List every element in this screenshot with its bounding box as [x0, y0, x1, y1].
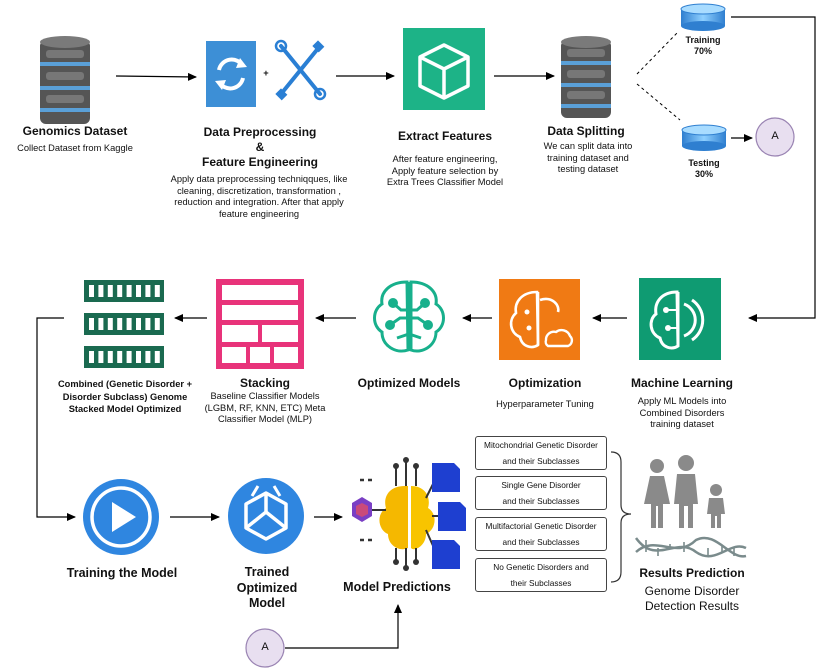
trained-model-title: Trained Optimized Model — [236, 565, 298, 611]
ml-title: Machine Learning — [630, 376, 734, 390]
splitting-database-icon — [561, 36, 611, 118]
class-line1: No Genetic Disorders and — [493, 562, 589, 572]
refresh-icon — [206, 41, 256, 107]
dashed-split-testing — [636, 83, 681, 121]
preprocessing-title-amp: & — [255, 140, 265, 154]
ram-chip-cell — [154, 318, 160, 330]
ml-brain-icon — [639, 278, 721, 360]
genomics-database-icon — [40, 36, 90, 124]
ram-chip-cell — [107, 285, 113, 297]
preprocessing-desc: Apply data preprocessing techniqques, li… — [170, 174, 348, 219]
optimized-models-title: Optimized Models — [357, 376, 461, 390]
combined-title: Combined (Genetic Disorder + Disorder Su… — [57, 379, 193, 415]
ram-chips — [89, 285, 160, 363]
connector-a-circle-bottom — [245, 628, 285, 668]
class-line1: Multifactorial Genetic Disorder — [485, 521, 597, 531]
stacking-title: Stacking — [239, 376, 290, 390]
connector-a-top-label: A — [771, 130, 779, 142]
class-line2: and their Subclasses — [502, 495, 580, 506]
ram-chip-cell — [89, 351, 94, 363]
arrow-combined-to-training — [36, 317, 76, 521]
genomics-desc: Collect Dataset from Kaggle — [17, 143, 133, 153]
ram-chip-cell — [145, 318, 151, 330]
arrow-genomics-to-preprocessing — [115, 72, 197, 81]
extract-title: Extract Features — [397, 129, 493, 143]
stacking-desc: Baseline Classifier Models (LGBM, RF, KN… — [204, 391, 326, 425]
stack-grid-icon — [216, 279, 304, 369]
ram-chip-cell — [117, 285, 123, 297]
ram-chip-cell — [126, 318, 132, 330]
splitting-desc: We can split data into training dataset … — [543, 141, 633, 175]
prediction-class-single-gene: Single Gene Disorder and their Subclasse… — [475, 476, 607, 510]
testing-cylinder-icon — [681, 124, 727, 151]
prediction-class-multifactorial: Multifactorial Genetic Disorder and thei… — [475, 517, 607, 551]
ram-chip-cell — [136, 318, 141, 330]
ram-chip-cell — [98, 285, 104, 297]
cube-icon — [403, 28, 485, 110]
class-line2: their Subclasses — [510, 577, 572, 588]
optimization-cloud-brain-icon — [499, 279, 580, 360]
ram-chip-cell — [117, 318, 123, 330]
results-brace — [610, 451, 632, 583]
ram-chip-cell — [145, 285, 151, 297]
ram-chip-cell — [136, 285, 141, 297]
ram-chip-cell — [136, 351, 141, 363]
ml-desc: Apply ML Models into Combined Disorders … — [637, 396, 727, 430]
arrow-training-to-ml — [731, 16, 816, 322]
preprocessing-title-line1: Data Preprocessing — [203, 125, 317, 139]
connector-a-bottom-label: A — [261, 641, 269, 653]
predictions-title: Model Predictions — [343, 580, 451, 594]
play-icon — [83, 479, 159, 555]
ram-chip-cell — [89, 318, 94, 330]
class-line2: and their Subclasses — [502, 536, 580, 547]
prediction-class-mitochondrial: Mitochondrial Genetic Disorder and their… — [475, 436, 607, 470]
ram-chip-cell — [145, 351, 151, 363]
ram-chip-cell — [117, 351, 123, 363]
class-line1: Mitochondrial Genetic Disorder — [484, 440, 598, 450]
ram-chip-cell — [107, 351, 113, 363]
preprocessing-title-line2: Feature Engineering — [201, 155, 319, 169]
tools-icon — [274, 39, 327, 101]
splitting-title: Data Splitting — [547, 124, 625, 138]
results-desc: Genome Disorder Detection Results — [644, 584, 740, 613]
ram-chip-cell — [126, 285, 132, 297]
training-label: Training — [685, 35, 721, 45]
trained-model-icon — [228, 478, 304, 554]
ram-chip-cell — [89, 285, 94, 297]
prediction-brain-icon — [352, 457, 466, 571]
ram-chip-cell — [107, 318, 113, 330]
extract-desc: After feature engineering, Apply feature… — [386, 154, 504, 188]
ram-chip-cell — [98, 351, 104, 363]
arrow-connector-to-predictions — [285, 604, 402, 649]
brain-circuit-icon — [373, 280, 445, 353]
testing-label: Testing — [688, 158, 720, 168]
plus-sign: + — [263, 68, 269, 78]
family-icon — [644, 455, 725, 528]
dna-icon — [634, 536, 747, 558]
optimization-desc: Hyperparameter Tuning — [496, 399, 594, 409]
ram-chip-cell — [126, 351, 132, 363]
prediction-class-none: No Genetic Disorders and their Subclasse… — [475, 558, 607, 592]
dashed-split-training — [636, 31, 679, 75]
ram-modules-icon — [84, 280, 164, 368]
training-pct: 70% — [693, 46, 712, 56]
genomics-title: Genomics Dataset — [22, 124, 128, 138]
connector-a-circle-top — [755, 117, 795, 157]
results-title: Results Prediction — [639, 566, 745, 580]
ram-chip-cell — [154, 285, 160, 297]
class-line1: Single Gene Disorder — [501, 480, 581, 490]
class-line2: and their Subclasses — [502, 455, 580, 466]
training-cylinder-icon — [680, 3, 726, 31]
testing-pct: 30% — [694, 169, 713, 179]
ram-chip-cell — [98, 318, 104, 330]
optimization-title: Optimization — [508, 376, 582, 390]
ram-chip-cell — [154, 351, 160, 363]
training-model-title: Training the Model — [66, 566, 178, 580]
